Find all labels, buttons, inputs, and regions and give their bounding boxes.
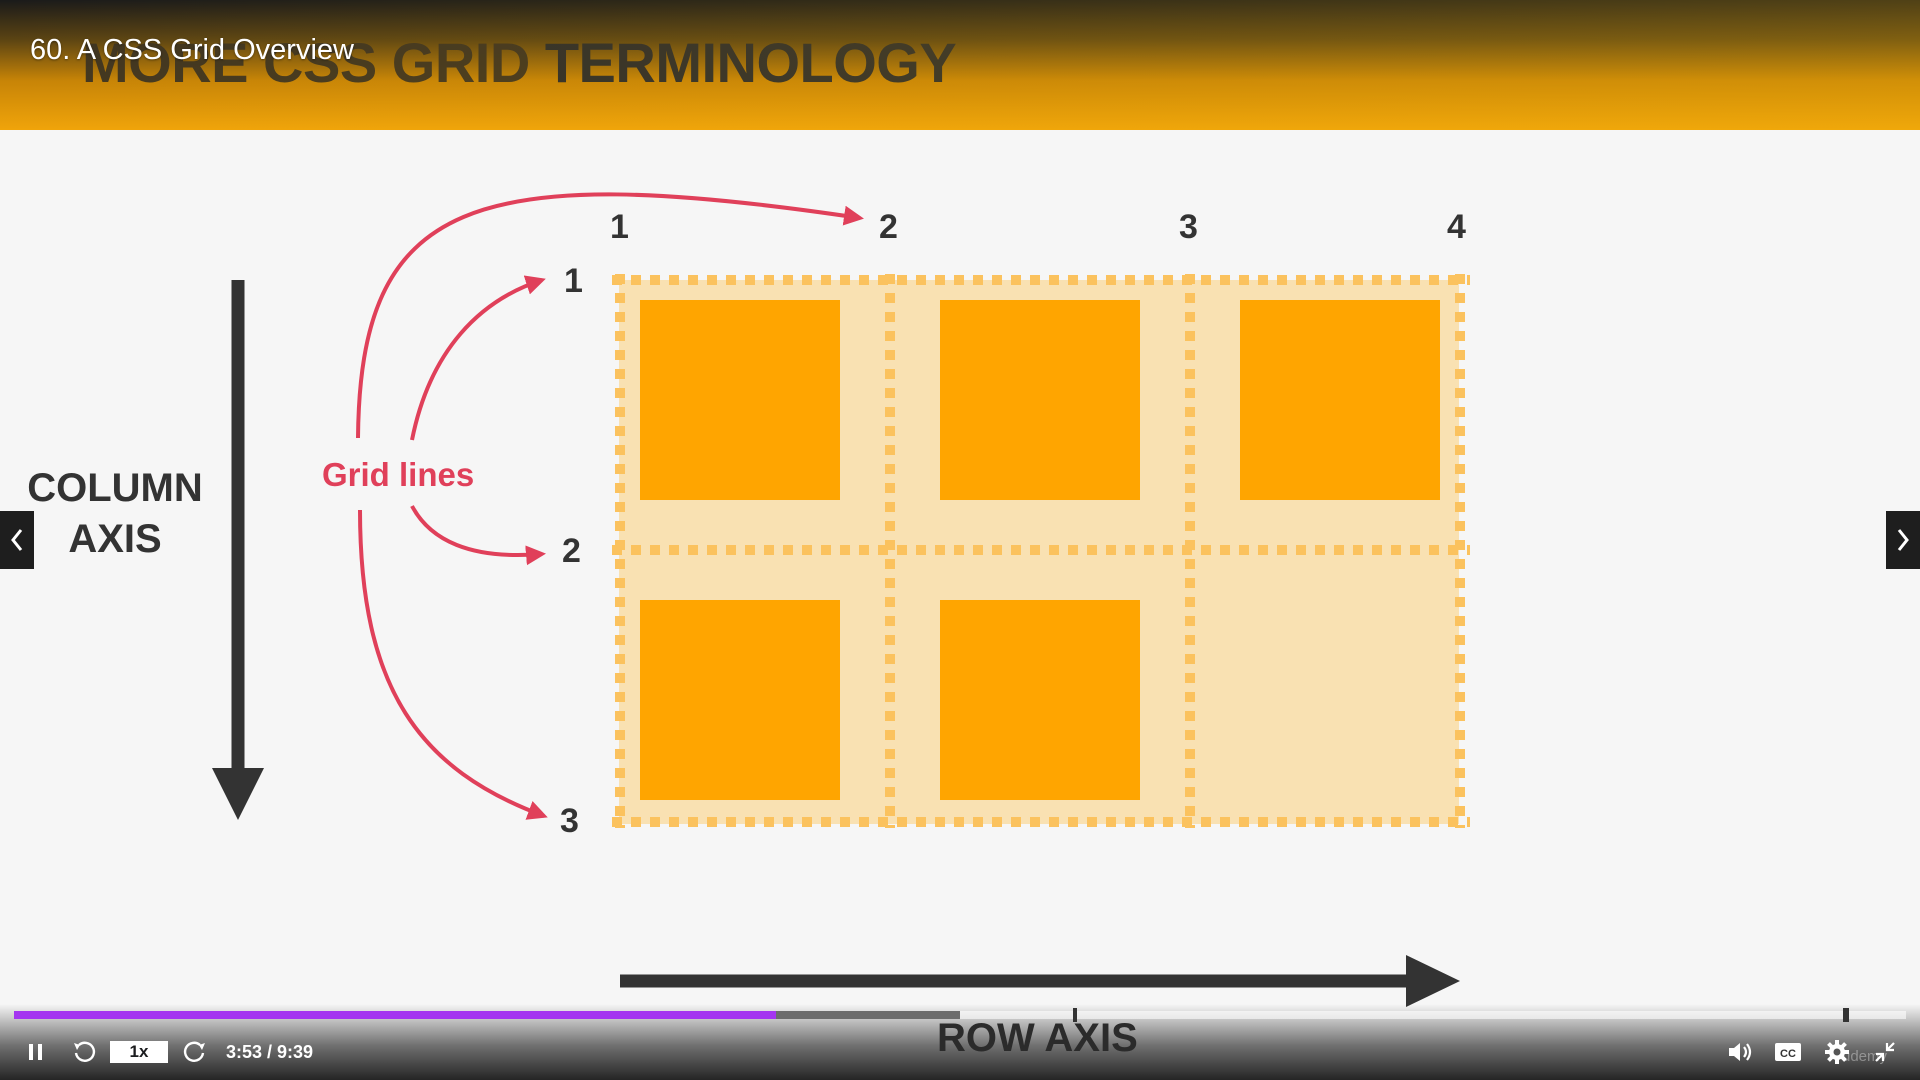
column-line-number-2: 2 [879, 208, 898, 246]
grid-item-3 [1240, 300, 1440, 500]
column-axis-label: COLUMN AXIS [20, 466, 210, 562]
row-line-number-3: 3 [560, 802, 579, 840]
svg-text:CC: CC [1780, 1048, 1796, 1060]
row-line-number-1: 1 [564, 262, 583, 300]
rewind-icon [74, 1041, 96, 1062]
volume-button[interactable] [1725, 1038, 1755, 1066]
bookmark-marker[interactable] [1843, 1008, 1849, 1022]
pause-icon [29, 1044, 42, 1060]
captions-button[interactable]: CC [1773, 1039, 1803, 1065]
exit-fullscreen-button[interactable] [1871, 1038, 1899, 1066]
next-lecture-button[interactable] [1886, 511, 1920, 569]
bookmark-marker[interactable] [1073, 1008, 1077, 1022]
row-axis-arrowhead [1406, 955, 1460, 1007]
closed-captions-icon: CC [1775, 1043, 1801, 1061]
slide-header: MORE CSS GRID TERMINOLOGY [0, 0, 1920, 130]
annotation-arrow-to-row-1 [410, 275, 546, 441]
grid-lines-label: Grid lines [322, 456, 475, 493]
gear-icon [1825, 1040, 1849, 1064]
settings-button[interactable] [1822, 1037, 1852, 1067]
volume-icon [1729, 1043, 1752, 1061]
forward-5-button[interactable] [181, 1038, 209, 1066]
playback-time: 3:53 / 9:39 [226, 1042, 314, 1062]
rewind-5-button[interactable] [70, 1038, 98, 1066]
column-line-number-1: 1 [610, 208, 629, 246]
column-line-number-3: 3 [1179, 208, 1198, 246]
previous-lecture-button[interactable] [0, 511, 34, 569]
exit-fullscreen-icon [1875, 1042, 1895, 1062]
annotation-arrow-to-row-3 [358, 509, 548, 820]
column-axis-label-line-2: AXIS [68, 517, 162, 561]
grid-item-1 [640, 300, 840, 500]
annotation-arrow-to-column-2 [356, 192, 864, 439]
row-line-number-2: 2 [562, 532, 581, 570]
chevron-right-icon [1897, 529, 1909, 551]
grid-item-2 [940, 300, 1140, 500]
chevron-left-icon [11, 529, 23, 551]
lecture-title: 60. A CSS Grid Overview [30, 34, 354, 66]
column-axis-label-line-1: COLUMN [27, 466, 203, 510]
forward-icon [183, 1041, 205, 1062]
playback-speed-button[interactable]: 1x [110, 1041, 168, 1063]
progress-bar[interactable] [14, 1011, 1906, 1019]
grid-item-4 [640, 600, 840, 800]
pause-button[interactable] [24, 1040, 48, 1064]
annotation-arrow-to-row-2 [410, 505, 546, 566]
grid-item-5 [940, 600, 1140, 800]
progress-played [14, 1011, 777, 1019]
column-line-number-4: 4 [1447, 208, 1466, 246]
column-axis-arrowhead [212, 768, 264, 820]
row-axis-label: ROW AXIS [937, 1016, 1138, 1060]
